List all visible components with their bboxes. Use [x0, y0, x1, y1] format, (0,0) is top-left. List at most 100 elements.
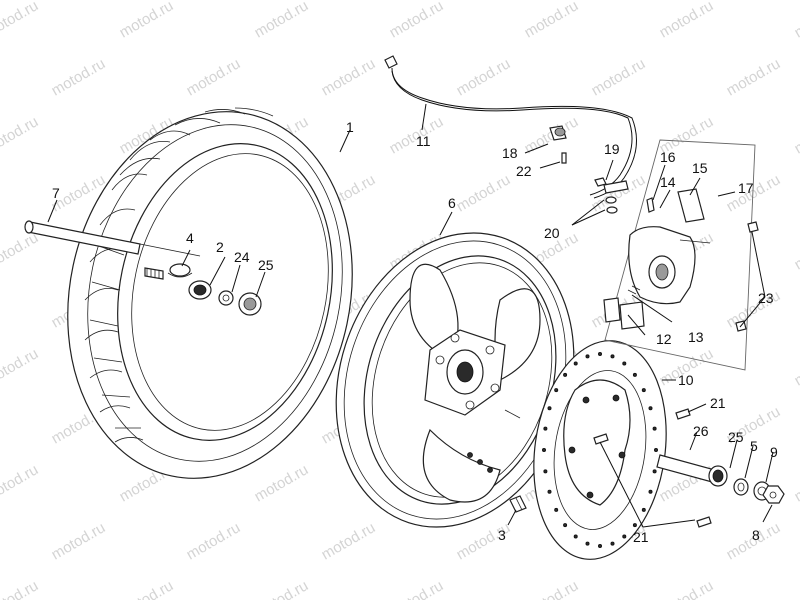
disc-vent-hole	[648, 489, 653, 494]
callout-4: 4	[186, 230, 194, 246]
disc-vent-hole	[648, 406, 653, 411]
disc-vent-hole	[585, 354, 590, 359]
watermark-text: motod.ru	[724, 55, 784, 99]
caliper-assembly-box	[604, 139, 756, 371]
disc-vent-hole	[598, 351, 603, 356]
watermark-text: motod.ru	[724, 287, 784, 331]
callout-8: 8	[752, 527, 760, 543]
disc-bolts	[593, 408, 712, 528]
callout-5: 5	[750, 438, 758, 454]
watermark-text: motod.ru	[319, 55, 379, 99]
disc-vent-hole	[652, 469, 657, 474]
callout-14: 14	[660, 174, 676, 190]
disc-vent-hole	[547, 406, 552, 411]
disc-vent-hole	[654, 447, 659, 452]
speedo-drive-parts	[144, 263, 262, 316]
callout-11: 11	[416, 133, 431, 149]
disc-vent-hole	[547, 489, 552, 494]
disc-vent-hole	[622, 534, 627, 539]
right-axle-parts	[656, 454, 785, 504]
callout-26: 26	[693, 423, 709, 439]
disc-vent-hole	[641, 388, 646, 393]
watermark-text: motod.ru	[454, 171, 514, 215]
watermark-text: motod.ru	[792, 229, 800, 273]
disc-vent-hole	[641, 507, 646, 512]
watermark-text: motod.ru	[319, 519, 379, 563]
watermark-text: motod.ru	[184, 519, 244, 563]
brake-caliper	[603, 188, 759, 332]
disc-vent-hole	[573, 361, 578, 366]
callout-3: 3	[498, 527, 506, 543]
watermark-text: motod.ru	[0, 577, 41, 600]
callout-13: 13	[688, 329, 704, 345]
disc-vent-hole	[554, 388, 559, 393]
watermark-text: motod.ru	[0, 461, 41, 505]
watermark-text: motod.ru	[454, 55, 514, 99]
watermark-text: motod.ru	[0, 229, 41, 273]
leader-lines	[47, 103, 774, 528]
callout-24: 24	[234, 249, 250, 265]
watermark-text: motod.ru	[252, 461, 312, 505]
watermark-text: motod.ru	[792, 0, 800, 41]
watermark-text: motod.ru	[387, 577, 447, 600]
disc-vent-hole	[610, 354, 615, 359]
disc-vent-hole	[573, 534, 578, 539]
callout-19: 19	[604, 141, 620, 157]
callout-1: 1	[346, 119, 354, 135]
disc-vent-hole	[542, 447, 547, 452]
watermark-text: motod.ru	[589, 55, 649, 99]
callout-15: 15	[692, 160, 708, 176]
callout-21-bottom: 21	[633, 529, 649, 545]
callout-10: 10	[678, 372, 694, 388]
watermark-text: motod.ru	[49, 55, 109, 99]
callout-17: 17	[738, 180, 754, 196]
disc-vent-hole	[554, 507, 559, 512]
callout-21-top: 21	[710, 395, 726, 411]
wheel-rim	[335, 232, 575, 528]
callout-25-left: 25	[258, 257, 274, 273]
disc-vent-hole	[632, 372, 637, 377]
brake-hose	[384, 55, 637, 199]
disc-vent-hole	[585, 541, 590, 546]
callout-20: 20	[544, 225, 560, 241]
disc-vent-hole	[652, 426, 657, 431]
disc-vent-hole	[598, 544, 603, 549]
axle	[24, 220, 201, 257]
callout-25-right: 25	[728, 429, 744, 445]
callout-2: 2	[216, 239, 224, 255]
watermark-text: motod.ru	[792, 345, 800, 389]
disc-vent-hole	[543, 426, 548, 431]
callout-labels: 1 2 4 24 25 7 6 11 18 22 19 20 16 14 15 …	[52, 119, 778, 545]
callout-9: 9	[770, 444, 778, 460]
disc-vent-hole	[563, 372, 568, 377]
watermark-text: motod.ru	[657, 577, 717, 600]
callout-23: 23	[758, 290, 774, 306]
callout-22: 22	[516, 163, 532, 179]
watermark-text: motod.ru	[792, 461, 800, 505]
watermark-text: motod.ru	[117, 577, 177, 600]
watermark-text: motod.ru	[522, 577, 582, 600]
callout-7: 7	[52, 185, 60, 201]
watermark-text: motod.ru	[184, 55, 244, 99]
watermark-text: motod.ru	[252, 577, 312, 600]
callout-12: 12	[656, 331, 672, 347]
disc-vent-hole	[563, 523, 568, 528]
watermark-text: motod.ru	[117, 0, 177, 41]
screw-3	[509, 495, 527, 513]
watermark-text: motod.ru	[0, 0, 41, 41]
watermark-text: motod.ru	[522, 0, 582, 41]
disc-vent-hole	[622, 361, 627, 366]
callout-6: 6	[448, 195, 456, 211]
watermark-text: motod.ru	[252, 0, 312, 41]
watermark-text: motod.ru	[49, 519, 109, 563]
watermark-text: motod.ru	[792, 577, 800, 600]
hose-fittings	[549, 125, 629, 214]
disc-vent-hole	[632, 523, 637, 528]
watermark-text: motod.ru	[0, 345, 41, 389]
watermark-text: motod.ru	[0, 113, 41, 157]
callout-18: 18	[502, 145, 518, 161]
watermark-text: motod.ru	[657, 0, 717, 41]
disc-vent-hole	[610, 541, 615, 546]
disc-vent-hole	[543, 469, 548, 474]
